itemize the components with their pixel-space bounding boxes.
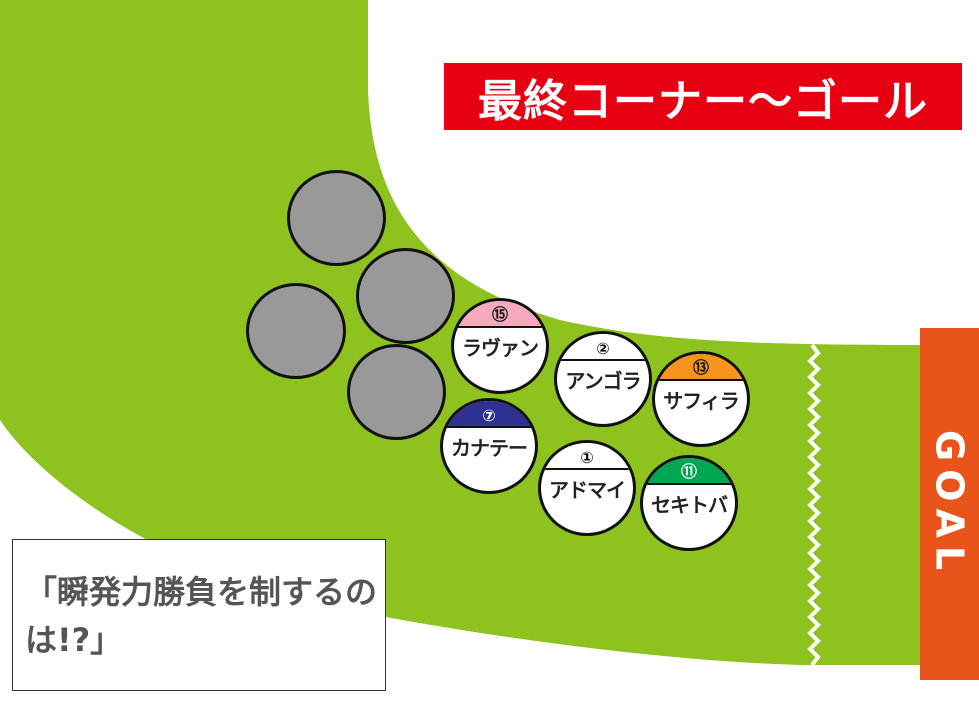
grey-horse-marker (287, 170, 386, 266)
horse-number: ⑪ (680, 462, 697, 481)
horse-name: カナテー (451, 436, 528, 460)
horse-cap: ⑪ (643, 458, 735, 485)
horse-marker-admai: ① アドマイ (538, 440, 636, 536)
horse-cap: ⑮ (454, 301, 546, 328)
finish-zigzag-line (807, 343, 821, 667)
horse-name: アドマイ (549, 478, 626, 502)
goal-label: GOAL (927, 429, 972, 579)
horse-number: ⑦ (482, 406, 496, 425)
grey-horse-marker (246, 283, 346, 379)
horse-marker-angora: ② アンゴラ (554, 331, 652, 427)
horse-marker-sekitoba: ⑪ セキトバ (640, 455, 738, 551)
section-title: 最終コーナー～ゴール (478, 75, 928, 127)
goal-bar: GOAL (920, 328, 979, 680)
horse-number: ⑮ (491, 305, 508, 324)
horse-number: ⑬ (692, 358, 709, 377)
caption-text: 「瞬発力勝負を制するのは!?」 (25, 573, 378, 659)
horse-cap: ② (557, 334, 649, 361)
caption-box: 「瞬発力勝負を制するのは!?」 (12, 539, 386, 691)
grey-horse-marker (347, 344, 446, 440)
horse-name: アンゴラ (565, 369, 641, 393)
horse-cap: ⑦ (443, 401, 535, 428)
horse-name: サフィラ (663, 389, 740, 413)
horse-number: ① (580, 448, 594, 467)
horse-marker-kanatei: ⑦ カナテー (440, 398, 538, 494)
horse-name: セキトバ (651, 493, 728, 517)
section-title-banner: 最終コーナー～ゴール (444, 63, 962, 130)
horse-marker-saphira: ⑬ サフィラ (652, 351, 750, 447)
horse-number: ② (596, 339, 610, 358)
horse-cap: ⑬ (655, 354, 747, 381)
horse-marker-lavan: ⑮ ラヴァン (451, 298, 549, 394)
horse-name: ラヴァン (462, 336, 539, 360)
grey-horse-marker (356, 248, 455, 344)
horse-cap: ① (541, 443, 633, 470)
